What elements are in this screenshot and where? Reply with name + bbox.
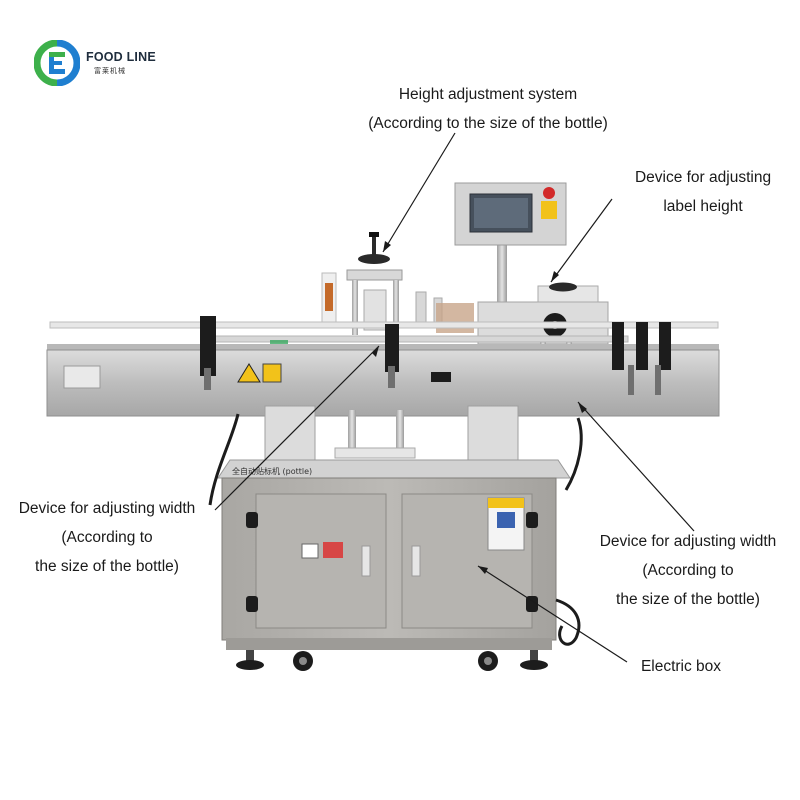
callout-electric-box: Electric box	[626, 652, 736, 681]
callout-label-height: Device for adjusting label height	[608, 163, 798, 221]
leader-label-height	[550, 198, 613, 283]
emergency-stop-button	[543, 187, 555, 199]
touch-screen-display	[474, 198, 528, 228]
nameplate: 全自动贴标机 (pottle)	[232, 466, 312, 476]
food-line-logo-mark	[33, 39, 81, 87]
cables	[208, 413, 583, 646]
door-handle-left	[361, 545, 371, 577]
callout-line: the size of the bottle)	[616, 591, 760, 608]
width-adjuster-right-1	[612, 322, 624, 370]
control-panel	[454, 182, 567, 246]
conveyor	[46, 344, 720, 417]
leader-lines	[214, 132, 695, 663]
callout-line: Device for adjusting width	[18, 500, 196, 517]
leader-electric-box	[477, 565, 628, 663]
warning-sign	[237, 363, 261, 383]
callout-line: Height adjustment system	[398, 86, 578, 103]
callout-line: (According to	[61, 529, 153, 546]
callout-line: Device for adjusting	[634, 169, 772, 186]
callout-line: the size of the bottle)	[35, 558, 179, 575]
callout-line: Device for adjusting width	[599, 533, 777, 550]
width-adjusters	[200, 316, 671, 395]
feet-and-casters	[236, 650, 548, 671]
callout-line: (According to	[642, 562, 734, 579]
width-adjuster-left	[200, 316, 216, 376]
machine: 全自动贴标机 (pottle)	[46, 182, 720, 671]
label-height-knob	[549, 282, 577, 292]
callout-width-right: Device for adjusting width (According to…	[582, 527, 794, 614]
callout-line: (According to the size of the bottle)	[368, 115, 608, 132]
electric-box-cabinet	[221, 477, 557, 650]
brand-logo: FOOD LINE 富莱机械	[33, 39, 184, 87]
leader-width-left	[214, 345, 380, 511]
callout-line: label height	[663, 198, 743, 215]
door-handle-right	[411, 545, 421, 577]
callout-width-left: Device for adjusting width (According to…	[4, 494, 210, 581]
supports	[264, 405, 519, 463]
leader-width-right	[577, 401, 695, 532]
leader-arrowheads	[372, 241, 587, 574]
cabinet-top: 全自动贴标机 (pottle)	[217, 459, 571, 479]
callout-height-adjustment: Height adjustment system (According to t…	[333, 80, 643, 138]
leader-height-adjustment	[382, 132, 456, 253]
control-panel-post	[497, 243, 507, 308]
labeling-head	[321, 232, 474, 335]
width-adjuster-right-2	[636, 322, 648, 370]
brand-subtitle: 富莱机械	[94, 68, 126, 75]
estop-base	[541, 201, 557, 219]
brand-name: FOOD LINE	[86, 50, 156, 64]
callout-line: Electric box	[640, 658, 722, 675]
width-adjuster-center	[385, 324, 399, 372]
width-adjuster-right-3	[659, 322, 671, 370]
